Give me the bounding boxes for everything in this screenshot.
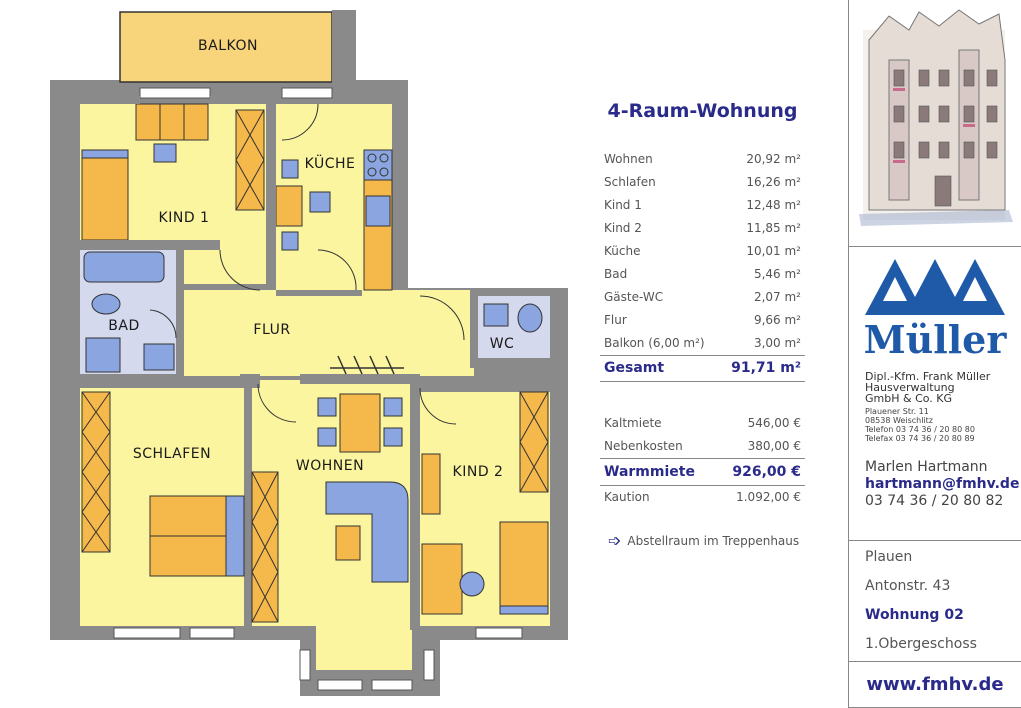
wc-toilet: [517, 303, 543, 333]
website-link[interactable]: www.fmhv.de: [866, 674, 1004, 695]
sofa: [325, 481, 409, 583]
shower: [85, 337, 121, 373]
storage-note: ➩ Abstellraum im Treppenhaus: [608, 531, 800, 550]
company-section: Müller Dipl.-Kfm. Frank Müller Hausverwa…: [849, 247, 1021, 541]
address-section: Plauen Antonstr. 43 Wohnung 02 1.Oberges…: [849, 541, 1021, 662]
company-line: GmbH & Co. KG: [865, 392, 953, 405]
website-section: www.fmhv.de: [849, 662, 1021, 707]
label-kind2: KIND 2: [453, 464, 504, 480]
dining-table: [339, 393, 381, 453]
label-wc: WC: [490, 336, 515, 352]
desk-kind2: [421, 543, 463, 615]
area-row: Balkon (6,00 m²)3,00 m²: [604, 336, 801, 350]
address-flat: Wohnung 02: [865, 607, 964, 623]
page-title: 4-Raum-Wohnung: [607, 100, 798, 122]
stove: [363, 149, 393, 181]
door-arcs: [149, 103, 465, 425]
label-kueche: KÜCHE: [305, 154, 356, 172]
contact-email[interactable]: hartmann@fmhv.de: [865, 476, 1020, 492]
wardrobe-kind2: [519, 391, 549, 493]
bed-kind2: [499, 521, 549, 615]
wc-basin: [483, 303, 509, 327]
label-kind1: KIND 1: [159, 210, 210, 226]
room-wohnen-bay: [316, 626, 412, 670]
company-phone: Telefon 03 74 36 / 20 80 80: [865, 425, 975, 434]
windows: [113, 87, 523, 691]
company-line: Dipl.-Kfm. Frank Müller: [865, 370, 991, 383]
building-photo: [849, 0, 1021, 247]
balcony-area: [119, 11, 333, 83]
arrow-right-icon: ➩: [608, 531, 622, 550]
wardrobe-schlafen: [81, 391, 111, 553]
wardrobe-kind1: [235, 109, 265, 211]
contact-name: Marlen Hartmann: [865, 459, 988, 475]
bed-kind1: [81, 149, 129, 241]
address-floor: 1.Obergeschoss: [865, 636, 977, 652]
room-flur-area: [184, 290, 474, 376]
label-schlafen: SCHLAFEN: [133, 446, 211, 462]
floor-plan: BALKON KÜCHE KIND 1 BAD FLUR WC SCHLAFEN…: [50, 10, 568, 696]
table-kueche: [275, 185, 303, 227]
toilet-bad: [91, 293, 121, 315]
company-line: Hausverwaltung: [865, 381, 955, 394]
label-wohnen: WOHNEN: [296, 458, 364, 474]
right-column: Müller Dipl.-Kfm. Frank Müller Hausverwa…: [848, 0, 1021, 708]
company-street: Plauener Str. 11: [865, 407, 929, 416]
balcony-wall: [332, 10, 356, 102]
address-street: Antonstr. 43: [865, 578, 951, 594]
chair-kind1: [153, 143, 177, 163]
desk-kind1: [135, 103, 209, 141]
building-illustration: [859, 9, 1013, 226]
label-bad: BAD: [108, 318, 139, 334]
coffee-table: [335, 525, 361, 561]
mueller-logo: Müller: [864, 259, 1008, 362]
address-city: Plauen: [865, 549, 913, 565]
svg-text:Müller: Müller: [864, 317, 1008, 362]
contact-phone: 03 74 36 / 20 80 82: [865, 493, 1004, 509]
flur-marker: [330, 355, 404, 375]
company-city: 08538 Weischlitz: [865, 416, 933, 425]
company-fax: Telefax 03 74 36 / 20 80 89: [865, 434, 975, 443]
sink: [365, 195, 391, 227]
label-balkon: BALKON: [198, 38, 258, 54]
label-flur: FLUR: [253, 322, 290, 338]
interior-walls: [80, 96, 550, 630]
bathtub: [83, 251, 165, 283]
